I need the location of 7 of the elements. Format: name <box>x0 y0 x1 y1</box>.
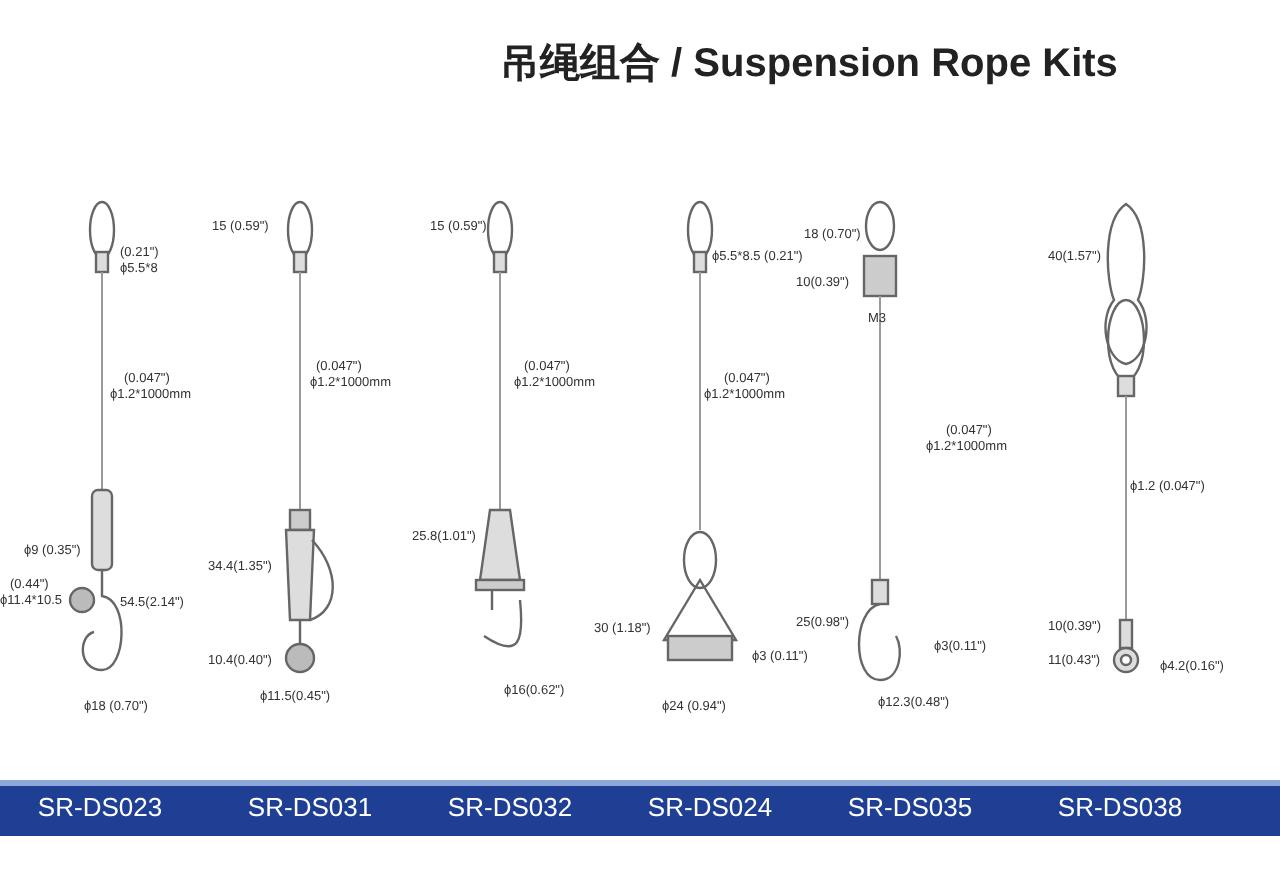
model-code: SR-DS024 <box>647 792 773 824</box>
model-code: SR-DS032 <box>447 792 573 824</box>
model-code: SR-DS031 <box>247 792 373 824</box>
title: 吊绳组合 / Suspension Rope Kits <box>500 40 1118 90</box>
model-code: SR-DS023 <box>37 792 163 824</box>
model-code: SR-DS035 <box>847 792 973 824</box>
model-code: SR-DS038 <box>1057 792 1183 824</box>
